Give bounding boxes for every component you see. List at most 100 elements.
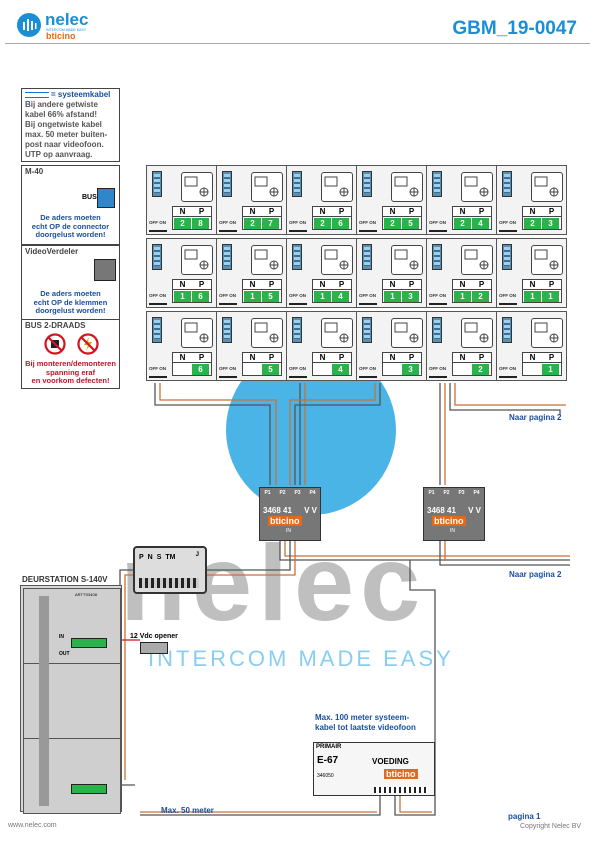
page-link-upper[interactable]: Naar pagina 2 [509,413,562,422]
address-digit: 5 [262,364,279,375]
bus2-warning: Bij monteren/demonteren spanning eraf en… [22,359,119,386]
port-label: P3 [458,490,465,496]
bus-connector-icon [152,244,162,270]
np-label: P [198,353,205,362]
offon-switch[interactable] [429,230,447,232]
page-link-lower[interactable]: Naar pagina 2 [509,570,562,579]
np-label: N [389,280,396,289]
address-digit: 1 [454,291,471,302]
offon-switch[interactable] [499,230,517,232]
bus2-note: BUS 2-DRAADS Bij monteren/demonteren spa… [21,319,120,389]
offon-label: OFF ON [219,293,236,298]
offon-switch[interactable] [359,376,377,378]
bus-connector-icon [502,244,512,270]
monitor-screen [251,172,283,202]
opener-label: 12 Vdc opener [130,633,178,640]
offon-switch[interactable] [499,376,517,378]
address-digit: 3 [542,218,559,229]
bus-connector-icon [292,244,302,270]
system-cable-line: UTP op aanvraag. [25,150,93,159]
monitor-controls-icon [464,322,489,343]
videoverdeler-note-line: De aders moeten [40,289,101,298]
door-station-title: DEURSTATION S-140V [22,575,108,584]
offon-switch[interactable] [429,303,447,305]
offon-switch[interactable] [359,230,377,232]
bus-connector-icon [432,244,442,270]
bus-connector-icon [292,171,302,197]
monitor-screen [391,245,423,275]
monitor-controls-icon [464,176,489,197]
bus-connector-icon [502,317,512,343]
footer-website[interactable]: www.nelec.com [8,822,57,829]
address-digit: 5 [262,291,279,302]
np-label: N [389,353,396,362]
offon-switch[interactable] [219,230,237,232]
distributor-vv: V V [468,506,481,515]
np-label: N [529,280,536,289]
m40-note-line: doorgelust worden! [35,230,106,239]
monitor-controls-icon [254,249,279,270]
system-cable-line: Bij andere getwiste [25,100,98,109]
np-label: N [529,207,536,216]
np-label: P [548,207,555,216]
address-digit: 4 [472,218,489,229]
monitor-screen [461,245,493,275]
header-divider [5,43,590,44]
terminal-strip [139,578,199,588]
power-supply-note-line: Max. 100 meter systeem- [315,713,410,722]
np-label: P [338,207,345,216]
no-plug-icon [44,333,66,355]
offon-switch[interactable] [289,303,307,305]
address-digit [174,364,191,375]
offon-switch[interactable] [219,376,237,378]
logo: nelec INTERCOM MADE EASY bticino [17,10,127,41]
supply-brand: bticino [384,769,418,779]
supply-terminals [374,787,428,793]
monitor-screen [321,245,353,275]
monitor-screen [531,172,563,202]
bus-connector-icon [432,171,442,197]
offon-switch[interactable] [149,376,167,378]
distributor-vv: V V [304,506,317,515]
monitor-controls-icon [534,322,559,343]
offon-label: OFF ON [499,293,516,298]
offon-switch[interactable] [359,303,377,305]
monitor-screen [181,172,213,202]
offon-switch[interactable] [289,376,307,378]
address-digit: 1 [542,291,559,302]
offon-switch[interactable] [149,230,167,232]
footer-copyright: Copyright Nelec BV [520,823,582,830]
np-label: N [319,353,326,362]
logo-subbrand: bticino [46,31,76,41]
distributor-in: IN [286,528,291,534]
monitor-screen [391,318,423,348]
cable-length-note: Max. 50 meter [161,806,214,815]
port-label: P1 [264,490,271,496]
np-label: N [179,353,186,362]
m40-note-line: echt OP de connector [31,221,110,231]
offon-switch[interactable] [149,303,167,305]
offon-switch[interactable] [499,303,517,305]
offon-switch[interactable] [219,303,237,305]
np-label: N [249,207,256,216]
np-label: N [319,280,326,289]
address-digit: 3 [402,364,419,375]
offon-switch[interactable] [429,376,447,378]
bus2-warning-line: en voorkom defecten! [31,376,110,385]
np-label: P [268,353,275,362]
offon-switch[interactable] [289,230,307,232]
monitor-controls-icon [534,249,559,270]
